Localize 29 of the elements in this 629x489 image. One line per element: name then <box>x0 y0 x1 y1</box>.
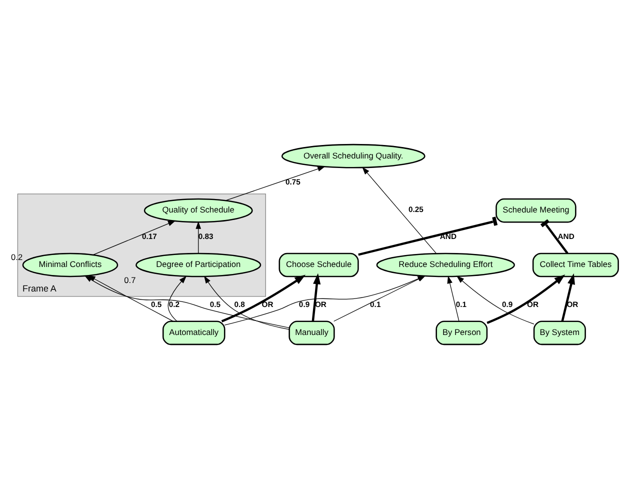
arrow <box>362 166 437 254</box>
arrow <box>486 274 566 324</box>
node-box: By Person <box>436 320 488 346</box>
arrow <box>561 273 575 322</box>
node-label: 0.7 <box>124 275 136 286</box>
node-ellipse: Minimal Conflicts <box>22 252 118 278</box>
connector <box>540 219 568 254</box>
arrow <box>204 276 290 330</box>
node-box: Manually <box>288 320 335 346</box>
node-box: Automatically <box>162 320 226 346</box>
arrow <box>312 273 321 322</box>
node-box: Choose Schedule <box>278 252 359 278</box>
arrow <box>447 276 460 322</box>
node-label: 0.2 <box>11 252 23 262</box>
node-box: Collect Time Tables <box>532 252 619 278</box>
node-ellipse: Overall Scheduling Quality. <box>281 144 426 168</box>
arrow <box>225 166 326 201</box>
connector <box>358 216 498 256</box>
node-ellipse: Quality of Schedule <box>144 198 253 223</box>
arrow <box>221 274 306 322</box>
node-box: Schedule Meeting <box>496 198 576 223</box>
arrow <box>168 276 187 322</box>
node-ellipse: Degree of Participation <box>136 252 262 278</box>
node-ellipse: Reduce Scheduling Effort <box>376 252 515 278</box>
arrow <box>88 275 174 322</box>
arrow <box>92 220 176 256</box>
arrow <box>456 276 534 324</box>
arrow <box>196 221 202 254</box>
node-box: By System <box>533 320 586 346</box>
